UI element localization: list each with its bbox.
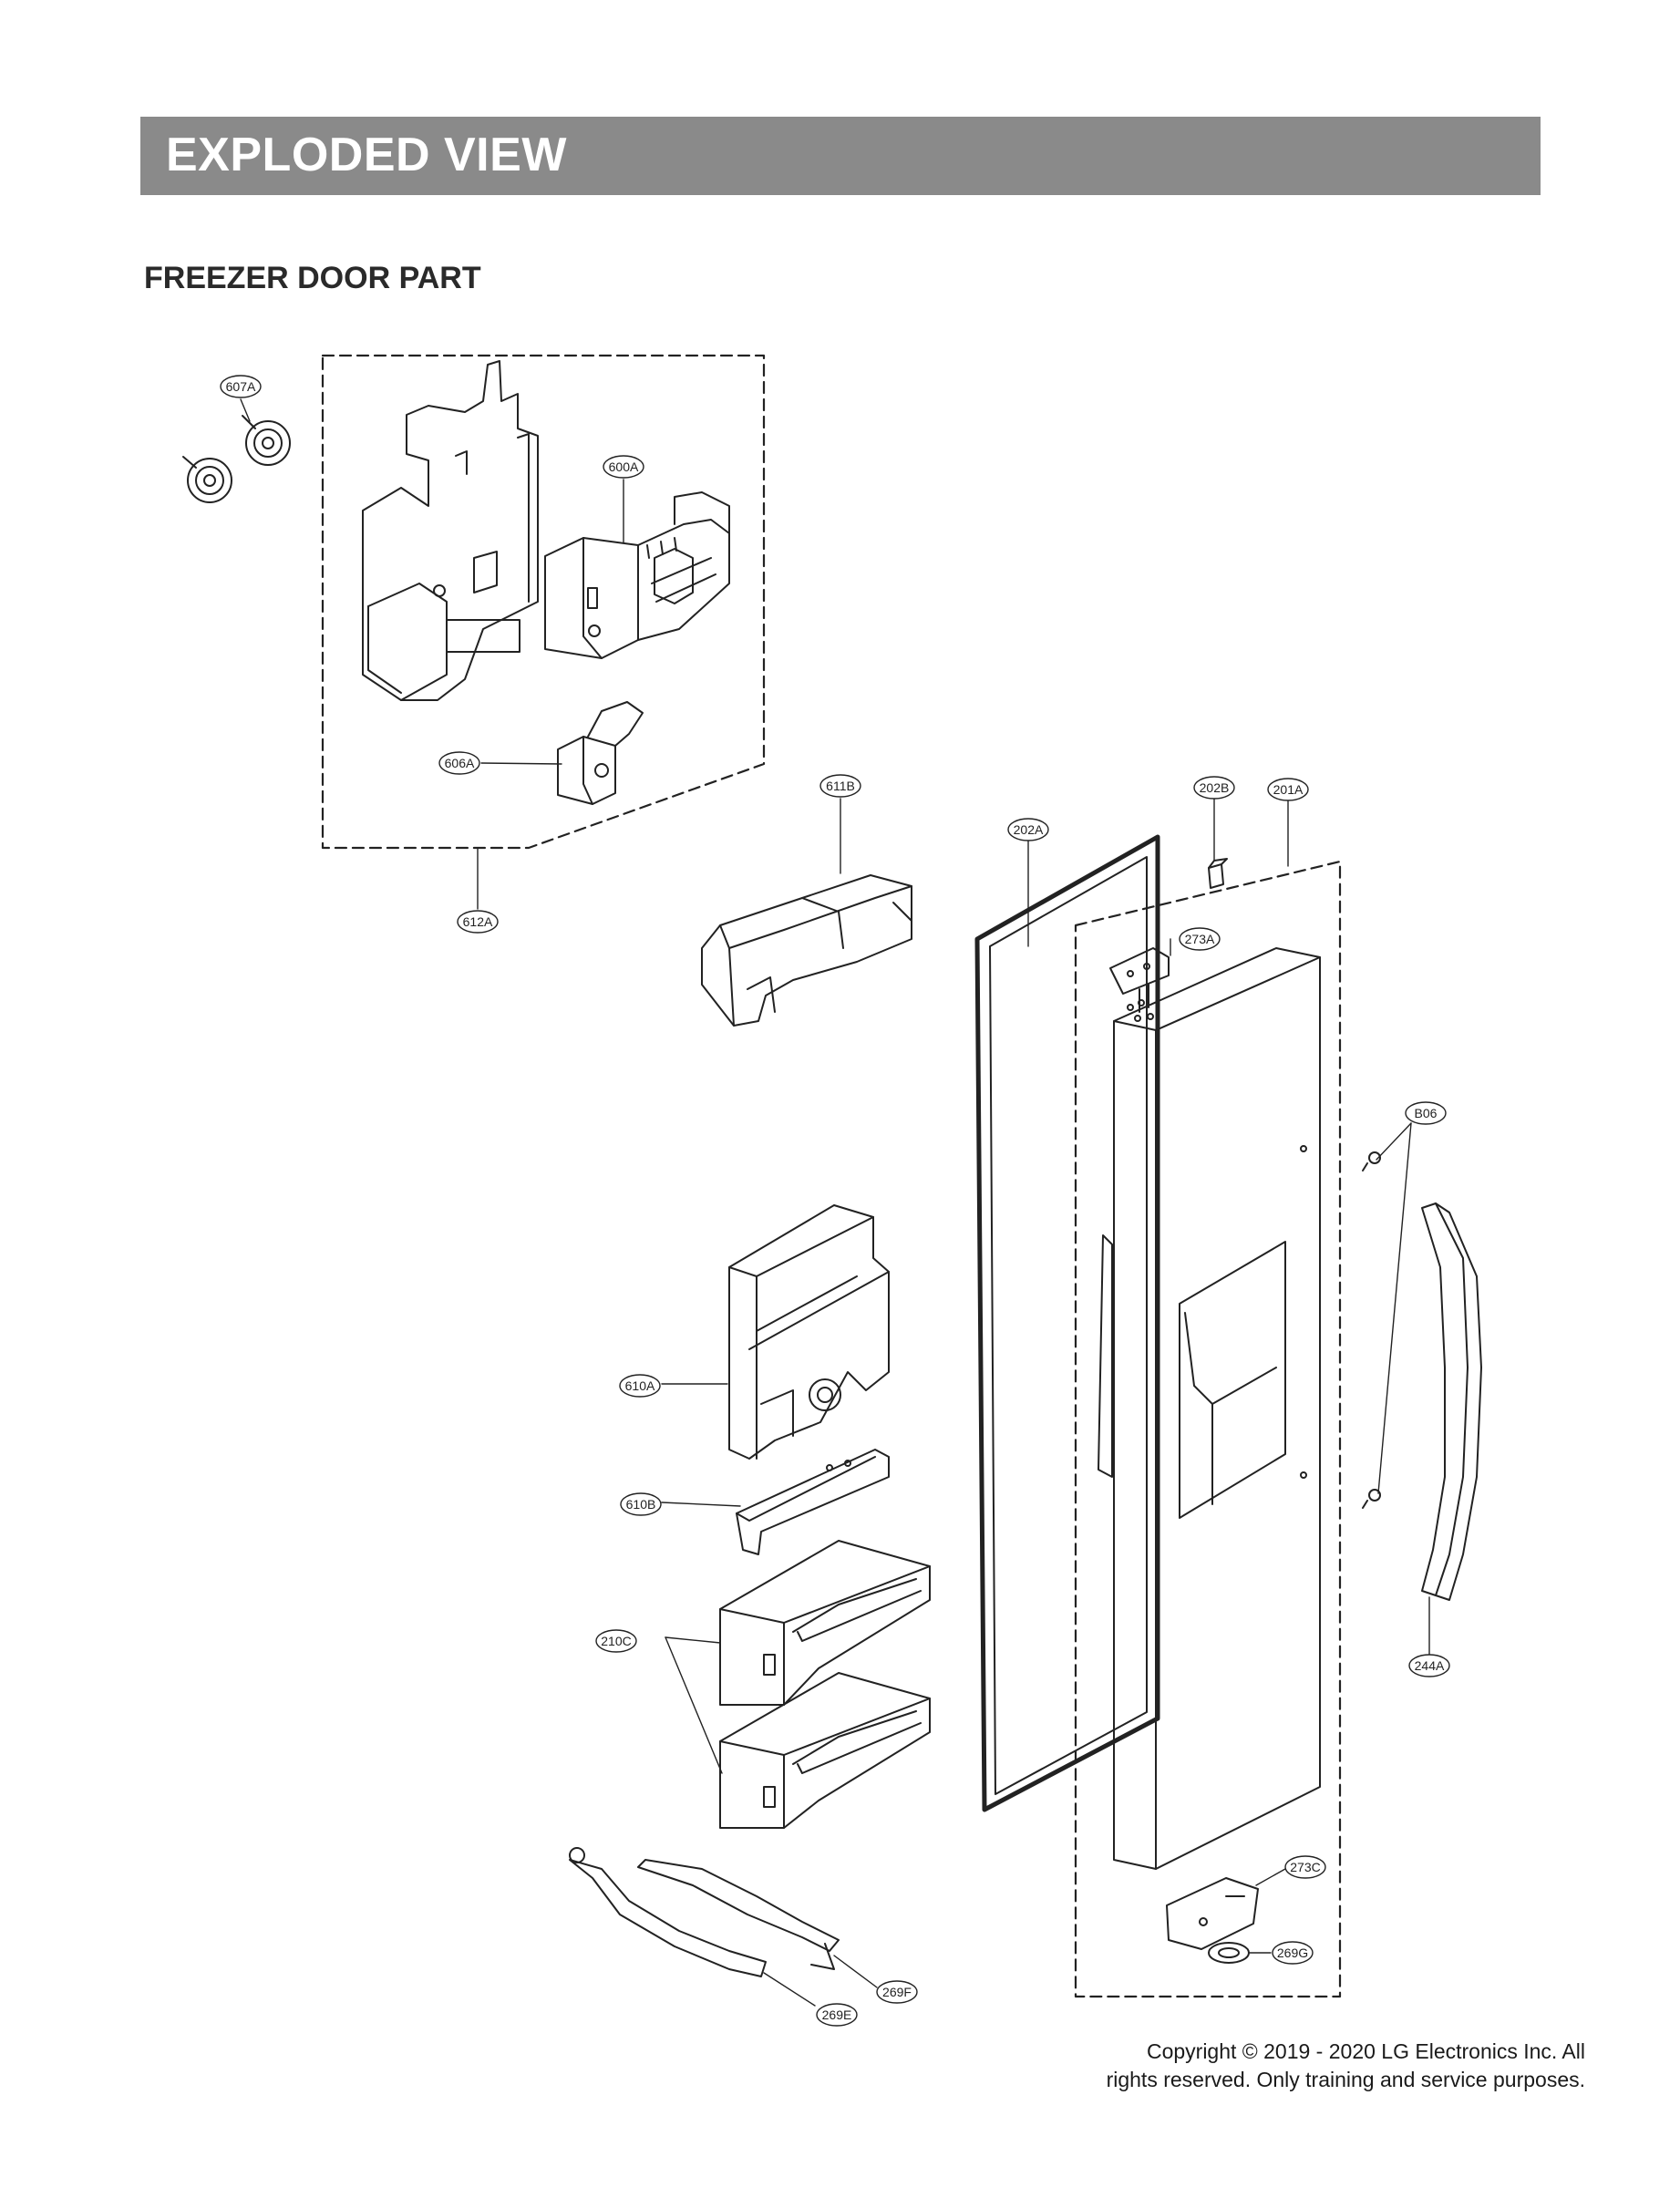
callout-label-244a: 244A (1415, 1658, 1445, 1673)
screw-part-b06 (1362, 1151, 1381, 1509)
gasket-part-202a (974, 834, 1160, 1812)
callout-bubble-202a (1007, 818, 1049, 841)
callout-label-607a: 607A (226, 379, 256, 394)
callout-label-611b: 611B (826, 779, 855, 793)
page-title: EXPLODED VIEW (166, 129, 567, 181)
callout-bubble-610b (620, 1492, 662, 1516)
part-202b (1208, 858, 1228, 889)
part-606a (557, 701, 644, 805)
callout-bubble-273c (1284, 1855, 1326, 1879)
callout-label-210c: 210C (601, 1634, 631, 1648)
copyright-line-1: Copyright © 2019 - 2020 LG Electronics I… (1146, 2039, 1585, 2063)
callout-label-201a: 201A (1273, 782, 1304, 797)
hinge-part-273a (1109, 947, 1170, 1013)
cover-part-611b (701, 874, 912, 1027)
callout-label-202a: 202A (1014, 822, 1044, 837)
callout-label-612a: 612A (463, 914, 493, 929)
callout-label-202b: 202B (1200, 780, 1230, 795)
icemaker-bracket (362, 360, 539, 701)
header-banner: EXPLODED VIEW (140, 117, 1541, 195)
callout-label-610a: 610A (625, 1378, 655, 1393)
icemaker-assembly-boundary (321, 354, 766, 850)
callout-label-600a: 600A (609, 459, 639, 474)
callout-bubble-612a (457, 910, 499, 934)
callout-bubble-600a (603, 455, 644, 479)
callout-bubble-611b (819, 774, 861, 798)
callout-bubble-273a (1179, 927, 1221, 951)
callout-label-269g: 269G (1277, 1945, 1308, 1960)
bracket-part-610b (736, 1449, 890, 1555)
handle-part-244a (1421, 1202, 1482, 1601)
copyright-line-2: rights reserved. Only training and servi… (1106, 2068, 1585, 2091)
callout-bubble-244a (1408, 1654, 1450, 1677)
ice-bin-part-610a (728, 1204, 890, 1460)
callout-bubble-269f (876, 1980, 918, 2004)
door-bin-part-210c-lower (719, 1672, 931, 1829)
callout-bubble-610a (619, 1374, 661, 1398)
knob-part-607a (182, 415, 291, 503)
door-bin-part-210c-upper (719, 1540, 931, 1706)
tube-part-269e (569, 1847, 767, 1977)
callout-label-b06: B06 (1415, 1106, 1438, 1120)
callout-label-273c: 273C (1290, 1860, 1320, 1874)
callout-bubble-269g (1272, 1941, 1314, 1965)
icemaker-part-600a (544, 491, 730, 659)
washer-part-269g (1208, 1942, 1250, 1964)
tube-part-269f (637, 1859, 840, 1970)
callout-bubble-607a (220, 375, 262, 398)
callout-bubble-202b (1193, 776, 1235, 800)
door-assembly-boundary (1074, 860, 1342, 1998)
callout-label-273a: 273A (1185, 932, 1215, 946)
callout-label-269f: 269F (882, 1985, 912, 1999)
callout-label-269e: 269E (822, 2007, 852, 2022)
callout-label-610b: 610B (626, 1497, 656, 1512)
callout-bubble-b06 (1405, 1101, 1447, 1125)
callout-bubble-201a (1267, 778, 1309, 801)
callout-bubble-269e (816, 2003, 858, 2027)
callout-label-606a: 606A (445, 756, 475, 770)
callout-bubble-606a (438, 751, 480, 775)
section-title: FREEZER DOOR PART (144, 261, 481, 295)
callout-bubble-210c (595, 1629, 637, 1653)
hinge-part-273c (1166, 1877, 1259, 1950)
copyright-notice: Copyright © 2019 - 2020 LG Electronics I… (947, 2038, 1585, 2094)
door-panel (1098, 947, 1321, 1870)
